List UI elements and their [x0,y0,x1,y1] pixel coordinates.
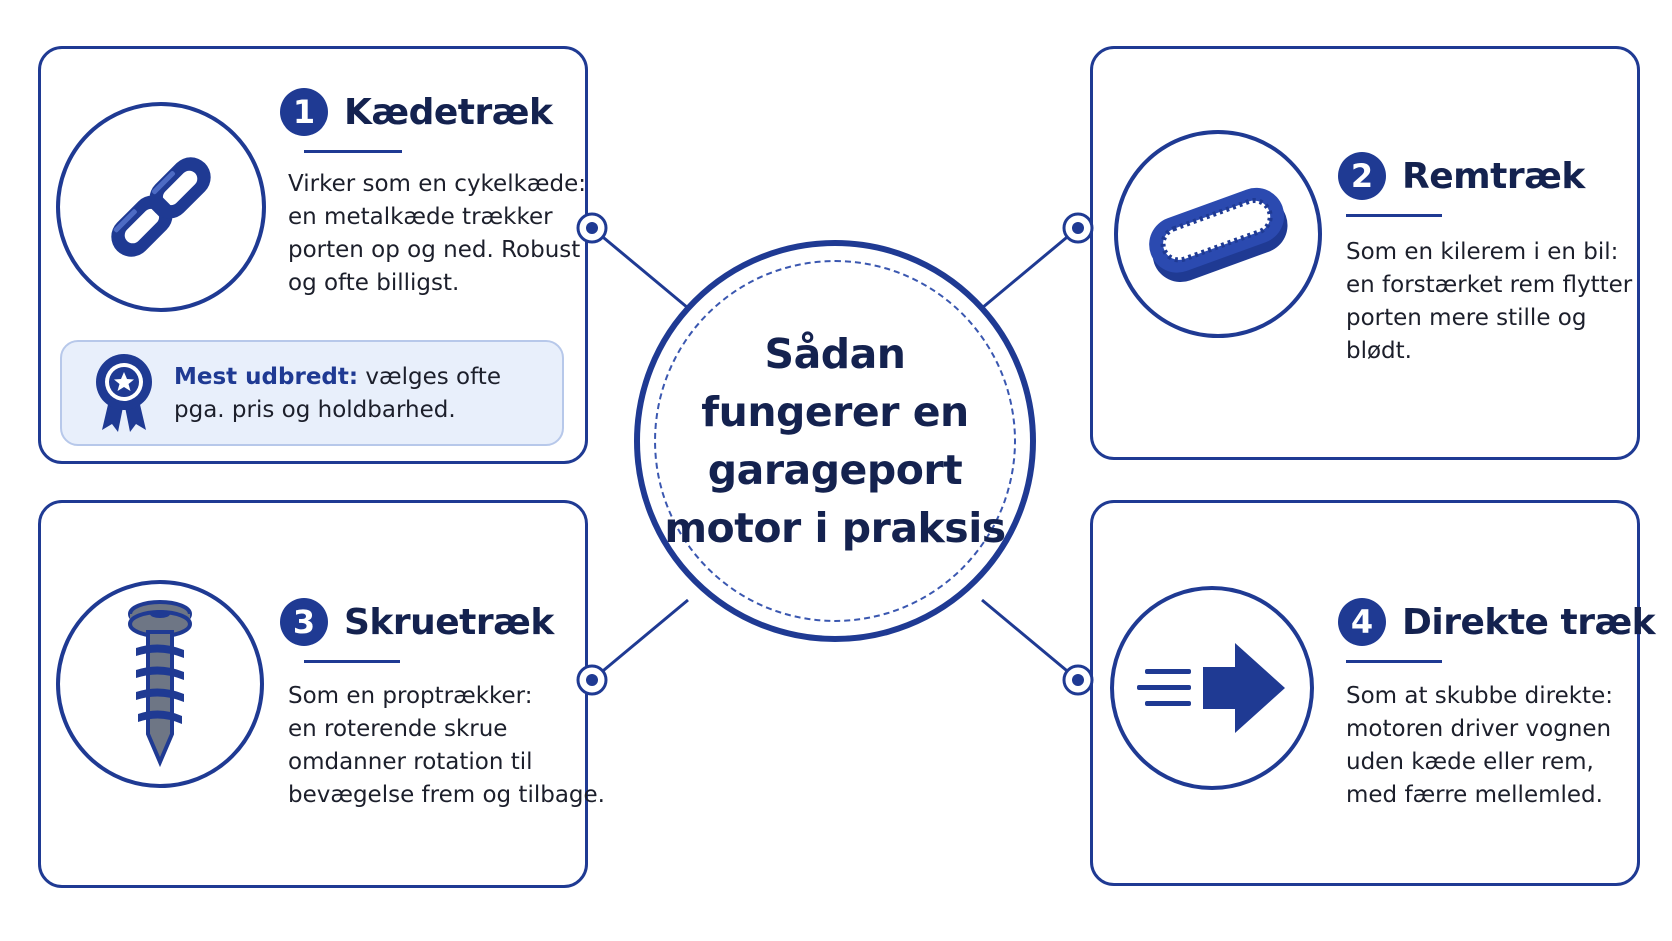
description-line: og ofte billigst. [288,270,460,296]
description-line: blødt. [1346,338,1412,364]
connector-node-dot [586,222,598,234]
description-line: Som at skubbe direkte: [1346,683,1613,709]
description-line: Virker som en cykelkæde: [288,171,587,197]
description-line: en metalkæde trækker [288,204,553,230]
chain-icon-circle [56,102,266,312]
card-direct-drive [1090,500,1640,886]
callout-text: Mest udbredt: vælges ofte pga. pris og h… [174,361,501,427]
description-line: en roterende skrue [288,716,508,742]
description-line: Som en kilerem i en bil: [1346,239,1619,265]
card-4-title-row: 4 Direkte træk [1338,598,1656,646]
step-number-badge: 4 [1338,598,1386,646]
chain-icon [111,157,211,257]
arrow-icon-circle [1110,586,1314,790]
description-line: med færre mellemled. [1346,782,1603,808]
card-description: Som en kilerem i en bil: en forstærket r… [1346,236,1632,368]
title-underline [304,660,400,663]
connector-node-dot [1072,674,1084,686]
description-line: uden kæde eller rem, [1346,749,1594,775]
callout-strong: Mest udbredt: [174,364,359,390]
card-title: Skruetræk [344,601,554,643]
title-underline [304,150,402,153]
card-title: Kædetræk [344,91,553,133]
center-title-line: Sådan [764,330,906,378]
card-2-title-row: 2 Remtræk [1338,152,1585,200]
center-title: Sådan fungerer en garageport motor i pra… [654,260,1016,622]
card-title: Direkte træk [1402,601,1656,643]
screw-icon-circle [56,580,264,788]
center-title-line: fungerer en [701,388,969,436]
center-title-line: garageport [707,446,963,494]
belt-icon-circle [1114,130,1322,338]
connector-node-dot [586,674,598,686]
step-number-badge: 1 [280,88,328,136]
card-description: Som en proptrækker: en roterende skrue o… [288,680,605,812]
center-title-line: motor i praksis [664,504,1006,552]
card-description: Virker som en cykelkæde: en metalkæde tr… [288,168,586,300]
card-description: Som at skubbe direkte: motoren driver vo… [1346,680,1613,812]
description-line: motoren driver vognen [1346,716,1612,742]
description-line: porten op og ned. Robust [288,237,581,263]
description-line: porten mere stille og [1346,305,1587,331]
description-line: omdanner rotation til [288,749,533,775]
step-number-badge: 2 [1338,152,1386,200]
card-title: Remtræk [1402,155,1585,197]
screw-icon [128,600,192,768]
arrow-right-icon [1137,643,1285,733]
description-line: en forstærket rem flytter [1346,272,1633,298]
title-underline [1346,214,1442,217]
center-hub-dashed-ring [654,260,1016,622]
step-number-badge: 3 [280,598,328,646]
belt-icon [1149,187,1288,283]
description-line: Som en proptrækker: [288,683,533,709]
description-line: bevægelse frem og tilbage. [288,782,605,808]
connector-node-dot [1072,222,1084,234]
award-ribbon-icon [96,354,152,432]
card-1-title-row: 1 Kædetræk [280,88,553,136]
card-3-title-row: 3 Skruetræk [280,598,554,646]
title-underline [1346,660,1442,663]
callout-rest: vælges ofte [358,364,501,390]
callout-line-2: pga. pris og holdbarhed. [174,397,456,423]
